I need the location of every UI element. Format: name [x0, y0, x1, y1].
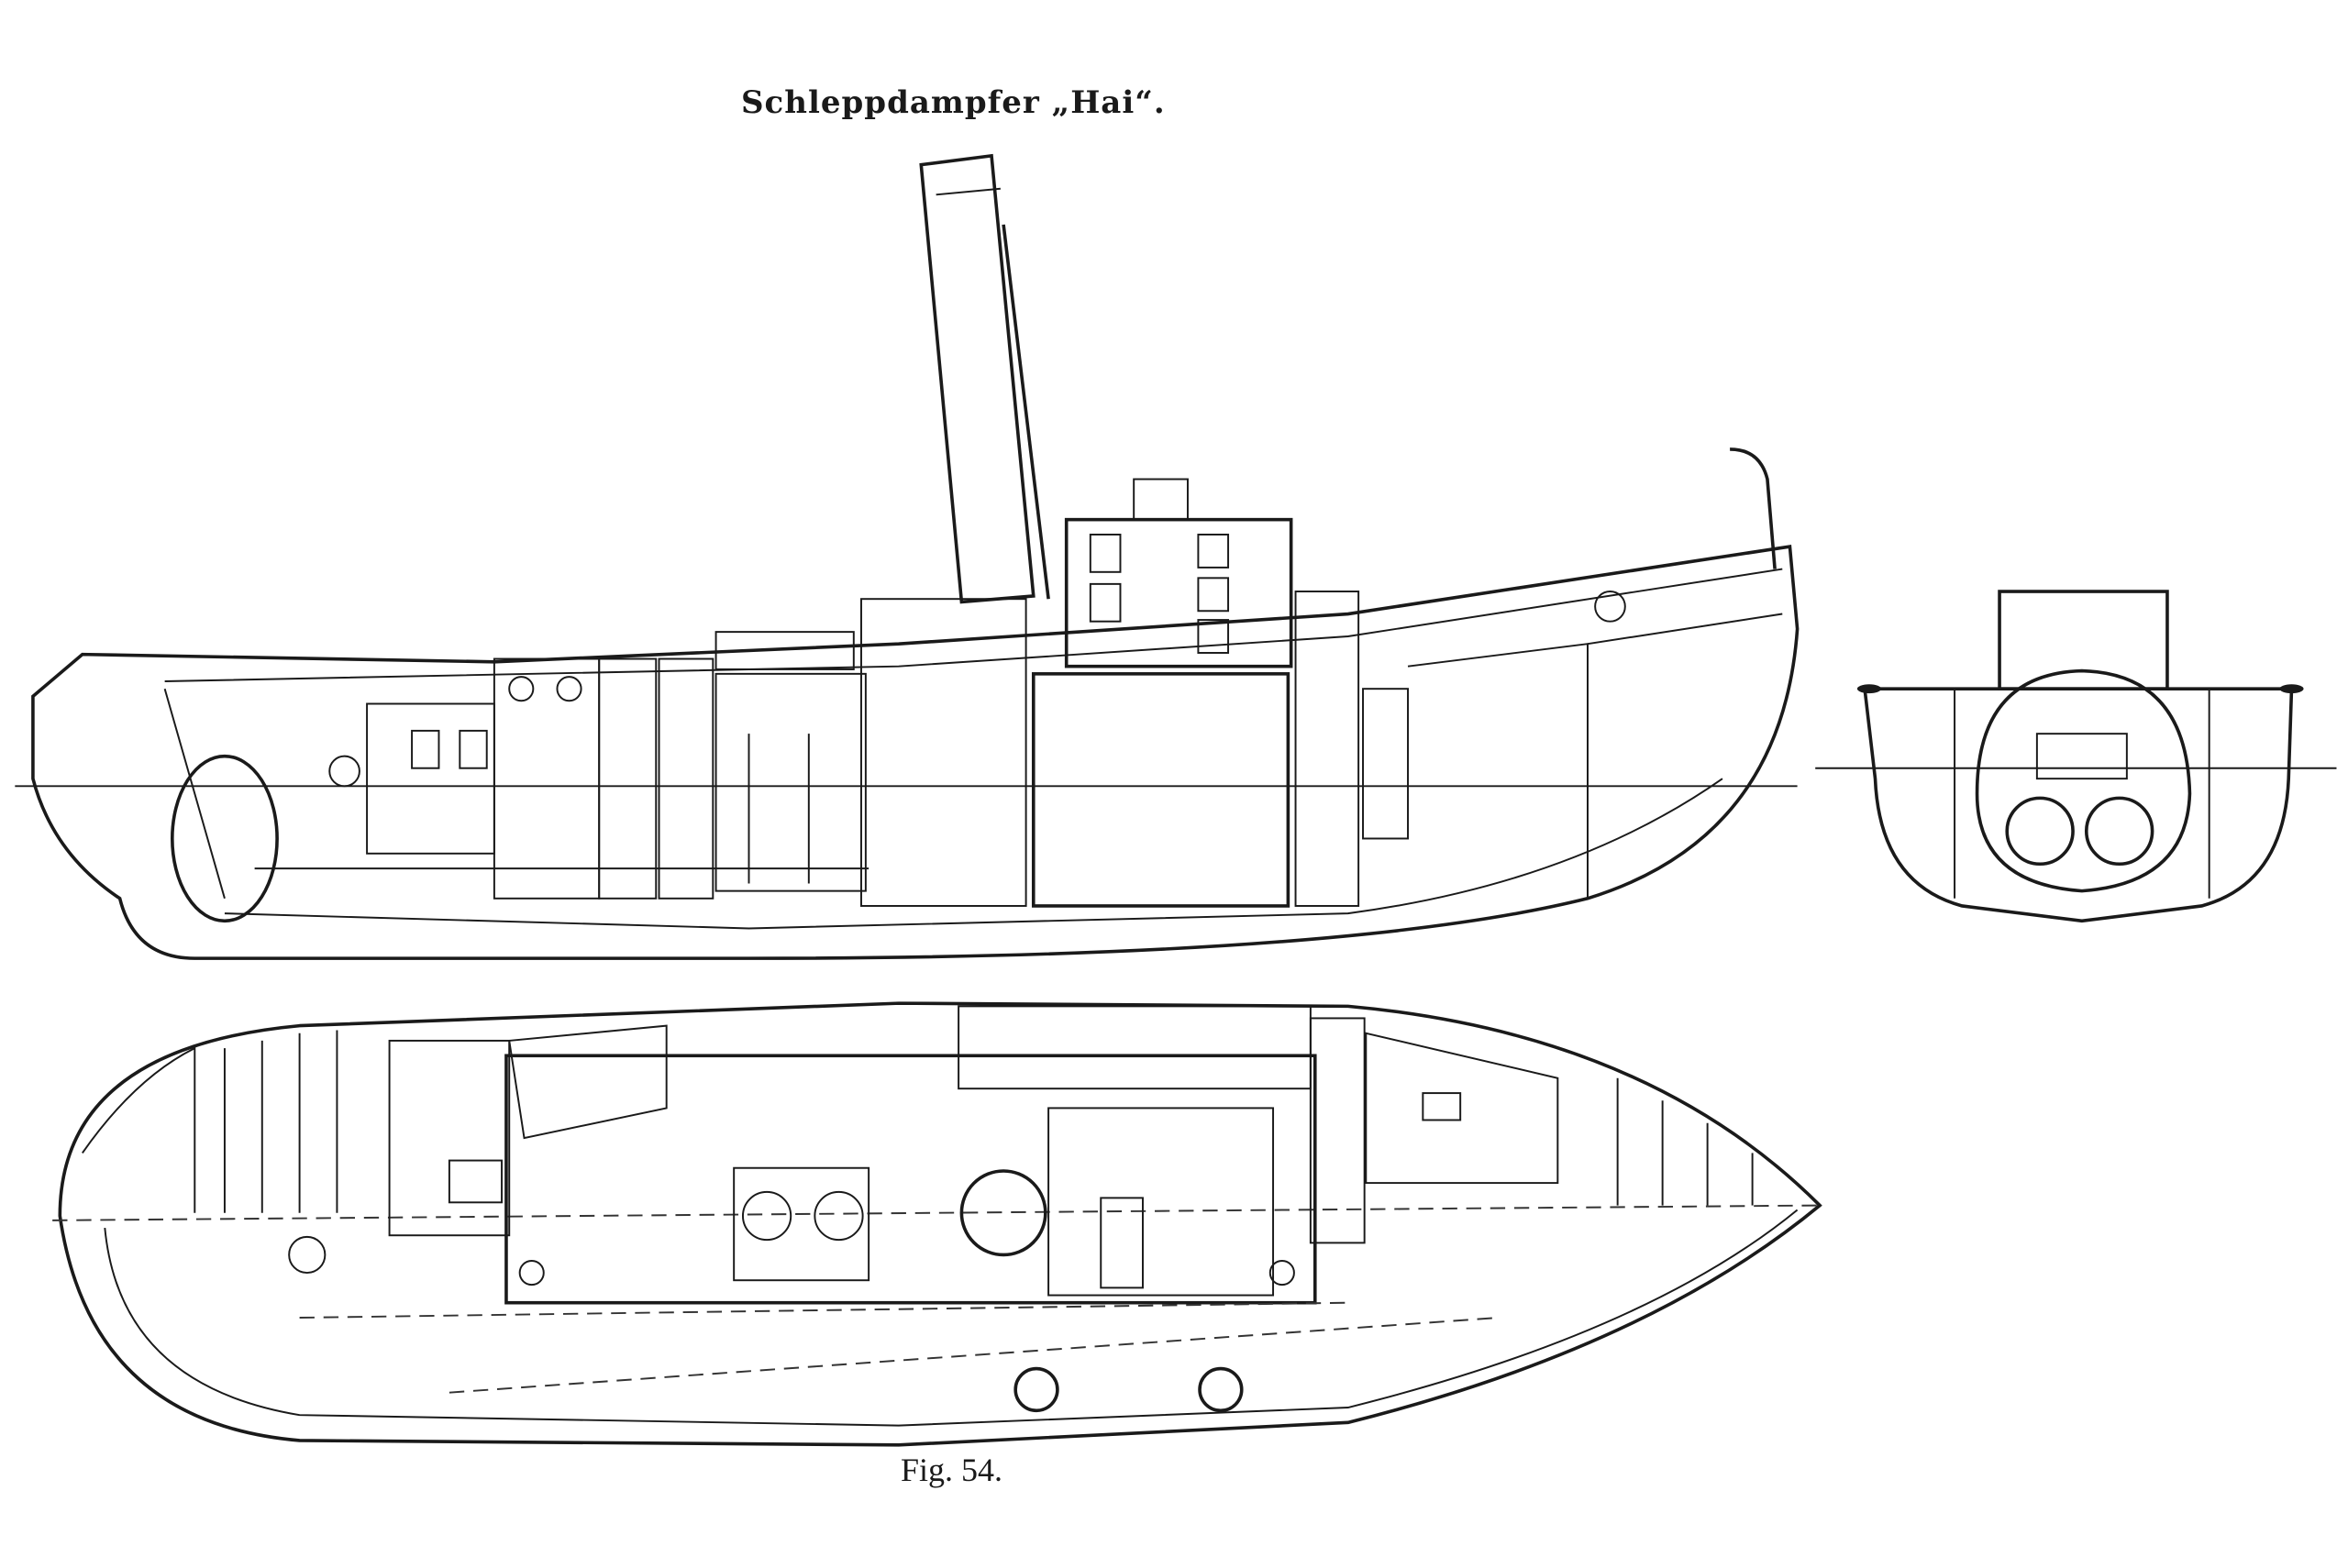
wheelhouse	[1064, 517, 1293, 668]
figure-title: Schleppdampfer „Hai“.	[741, 84, 1166, 121]
cross-section-view	[1815, 590, 2337, 923]
figure-caption: Fig. 54.	[901, 1452, 1003, 1488]
plan-view	[52, 1001, 1822, 1447]
engine	[714, 672, 867, 892]
side-section-view	[15, 153, 1800, 960]
boiler	[1031, 672, 1290, 908]
funnel	[919, 153, 1036, 604]
